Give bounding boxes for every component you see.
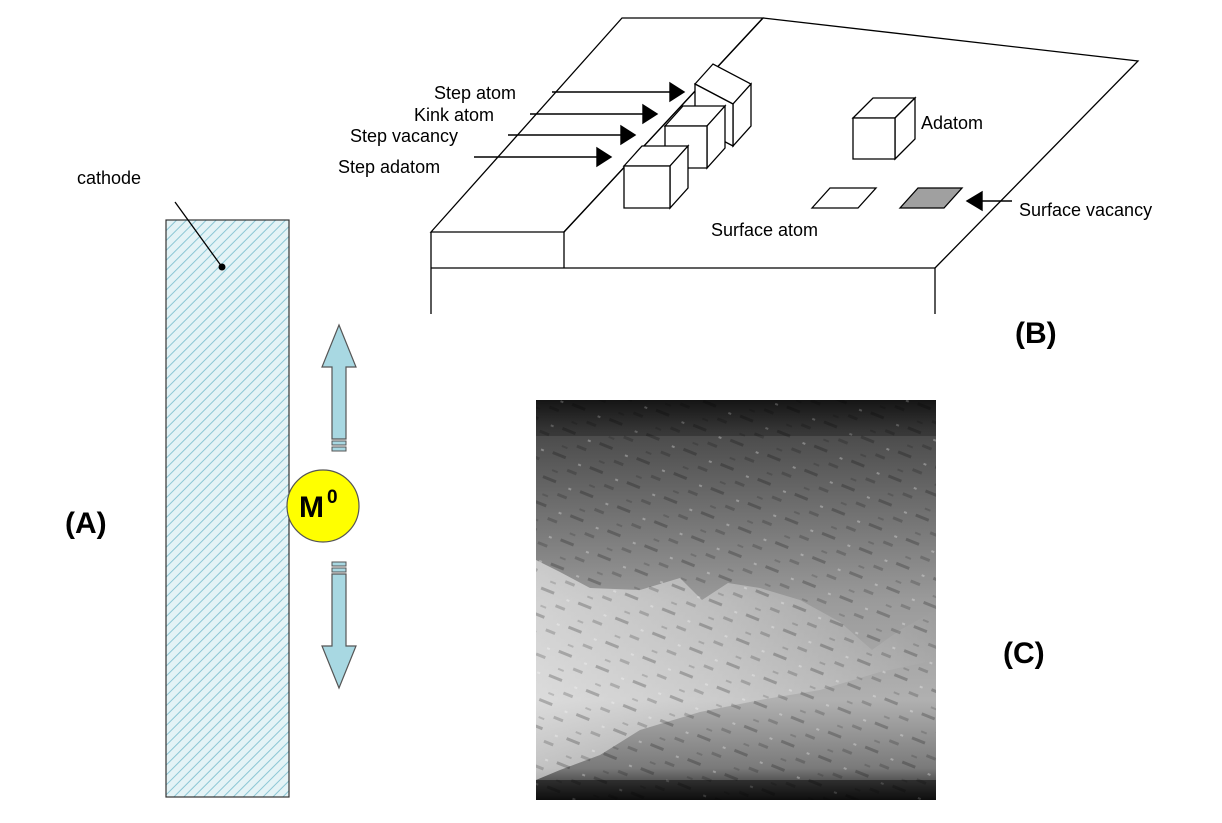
step-adatom-cube [622,144,690,210]
panel-b-label: (B) [1015,317,1057,350]
panel-b-labels: Step atom Kink atom Step vacancy Step ad… [338,83,1152,350]
cathode-leader-line [174,201,223,268]
label-arrows [474,81,1012,212]
adatom-cube [851,96,917,161]
stm-image [536,400,936,800]
cathode-label: cathode [77,168,141,188]
step-atom-cube [693,63,753,148]
adatom-label: Adatom [921,113,983,133]
surface-vacancy-square [898,187,964,209]
step-adatom-label: Step adatom [338,157,440,177]
cathode-leader-dot [218,263,226,271]
step-vacancy-label: Step vacancy [350,126,458,146]
step-edge [563,17,764,233]
panel-a-label: (A) [65,507,107,540]
arrow-up-icon [321,323,357,452]
surface-vacancy-label: Surface vacancy [1019,200,1152,220]
surface-atom-square [810,187,878,209]
panel-c: (C) [536,400,1045,800]
metal-atom-symbol: M [299,491,324,524]
panel-a: cathode M 0 (A) [65,168,360,798]
step-atom-label: Step atom [434,83,516,103]
surface-atom-label: Surface atom [711,220,818,240]
kink-atom-label: Kink atom [414,105,494,125]
metal-atom-charge: 0 [327,487,338,508]
cathode-electrode [165,219,290,798]
panel-c-label: (C) [1003,637,1045,670]
panel-b [429,17,1140,314]
arrow-down-icon [321,561,357,690]
metal-atom [286,469,360,543]
lower-terrace [762,17,1140,269]
